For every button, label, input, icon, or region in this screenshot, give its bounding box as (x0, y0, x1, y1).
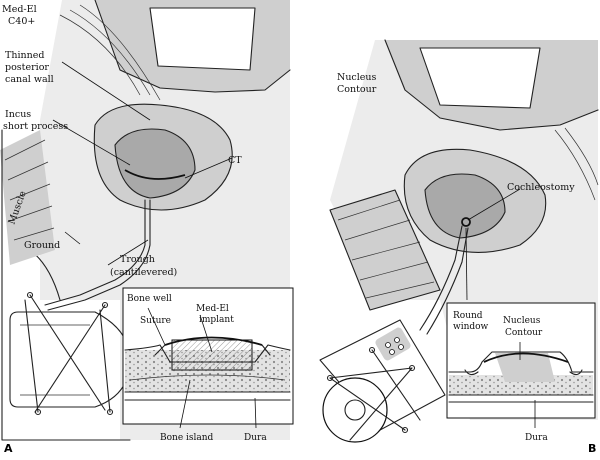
inset-b-implant-line1: Nucleus (503, 316, 541, 326)
label-round-line1: Round (453, 311, 483, 321)
label-cochleostomy: Cochleostomy (507, 182, 575, 193)
label-ct: CT (228, 155, 242, 166)
label-thinned-line2: posterior (5, 62, 49, 73)
panel-letter-a: A (4, 442, 13, 455)
label-round-line2: window (453, 322, 489, 332)
inset-a-suture: Suture (140, 316, 171, 326)
label-thinned-line1: Thinned (5, 50, 44, 61)
label-device-b-line2: Contour (337, 84, 377, 95)
label-incus-line1: Incus (5, 109, 31, 120)
label-trough-line1: Trough (120, 254, 155, 265)
leader-lines (52, 61, 536, 429)
label-device-a-line1: Med-El (2, 4, 37, 15)
inset-a-implant-line2: implant (199, 315, 234, 325)
inset-a-dura: Dura (244, 433, 267, 443)
label-device-a-line2: C40+ (8, 16, 35, 27)
label-device-b-line1: Nucleus (337, 72, 377, 83)
label-ground: Ground (24, 240, 60, 251)
inset-a-bone-island: Bone island (160, 433, 214, 443)
panel-letter-b: B (588, 442, 596, 455)
inset-a-title: Bone well (127, 294, 172, 304)
magnet-housing (322, 377, 388, 443)
label-thinned-line3: canal wall (5, 74, 54, 85)
panel-b-inset (446, 302, 596, 419)
inset-a-implant-line1: Med-El (196, 304, 229, 314)
inset-b-dura: Dura (525, 433, 548, 443)
inset-b-implant-line2: Contour (505, 328, 543, 338)
panel-a-inset (122, 287, 294, 425)
panel-b-drawing (319, 39, 599, 443)
label-incus-line2: short process (3, 121, 68, 132)
label-trough-line2: (cantilevered) (110, 267, 177, 278)
